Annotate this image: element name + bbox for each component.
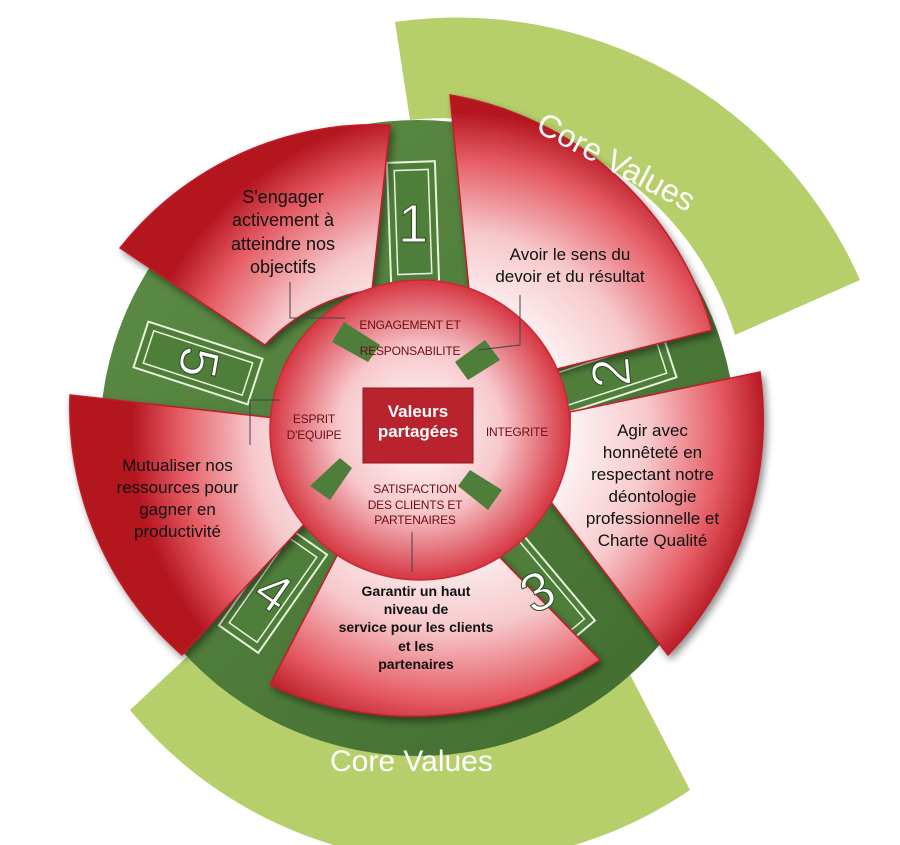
petal-3-line-5: professionnelle et: [585, 509, 720, 529]
petal-1-line-1: S'engager: [242, 187, 324, 207]
inner-label-integrite: INTEGRITE: [485, 425, 549, 439]
petal-3-line-3: respectant notre: [591, 465, 714, 485]
petal-4-line-2: niveau de: [383, 601, 449, 618]
petal-5-line-2: ressources pour: [116, 478, 239, 498]
core-values-band-top: [395, 17, 860, 335]
petal-4-line-5: partenaires: [378, 655, 454, 672]
leader-line-1: [289, 282, 345, 319]
petal-3-line-2: honnêteté en: [602, 443, 703, 463]
center-box: [362, 387, 474, 464]
center-label-line-2: partagées: [377, 421, 459, 441]
leader-line-5: [249, 399, 280, 445]
hub-divider-2: [458, 470, 502, 510]
panel-number-1: 1: [397, 194, 429, 255]
petal-5-line-4: productivité: [134, 522, 221, 542]
hub-divider-3: [310, 458, 352, 500]
petal-4-line-4: et les: [398, 637, 434, 654]
inner-label-engagement: ENGAGEMENT ET RESPONSABILITE: [330, 317, 490, 361]
petal-1-line-3: atteindre nos: [230, 233, 336, 254]
leader-line-2: [477, 295, 521, 351]
petal-2-line-2: devoir et du résultat: [495, 267, 645, 287]
panel-5: [132, 320, 264, 406]
petal-3-line-1: Agir avec: [617, 421, 688, 440]
petal-1-line-4: objectifs: [249, 257, 317, 278]
inner-label-esprit-line-2: D'EQUIPE: [286, 427, 342, 442]
inner-label-satisfaction: SATISFACTION DES CLIENTS ET PARTENAIRES: [340, 482, 490, 529]
inner-label-engagement-line-2: RESPONSABILITE: [359, 344, 461, 359]
petal-3-line-4: déontologie: [608, 487, 697, 507]
petal-1-line-2: activement à: [231, 210, 335, 231]
inner-label-engagement-line-1: ENGAGEMENT ET: [359, 318, 461, 332]
petal-5-line-1: Mutualiser nos: [122, 456, 233, 475]
core-values-title-bottom: Core Values: [330, 745, 493, 778]
petal-5-line-3: gagner en: [139, 500, 216, 520]
petal-4-text: Garantir un haut niveau de service pour …: [316, 582, 516, 673]
inner-label-esprit: ESPRIT D'EQUIPE: [274, 412, 354, 443]
inner-label-satisfaction-line-3: PARTENAIRES: [374, 513, 456, 528]
petal-2-text: Avoir le sens du devoir et du résultat: [460, 244, 680, 288]
center-label-line-1: Valeurs: [387, 402, 449, 421]
inner-label-satisfaction-line-1: SATISFACTION: [373, 482, 457, 496]
petal-2-line-1: Avoir le sens du: [509, 245, 631, 264]
center-label: Valeurs partagées: [363, 402, 473, 441]
petal-1-text: S'engager activement à atteindre nos obj…: [198, 186, 368, 280]
panel-number-2: 2: [580, 354, 643, 391]
inner-label-satisfaction-line-2: DES CLIENTS ET: [367, 497, 463, 512]
hub-divider-4: [332, 322, 380, 362]
hub-divider-1: [455, 340, 500, 380]
petal-1: [118, 123, 391, 346]
inner-label-esprit-line-1: ESPRIT: [292, 412, 336, 426]
petal-3-text: Agir avec honnêteté en respectant notre …: [565, 420, 740, 553]
petal-4-line-3: service pour les clients: [338, 619, 494, 636]
core-values-band-bottom: [130, 640, 690, 845]
petal-3-line-6: Charte Qualité: [597, 531, 708, 551]
petal-5-text: Mutualiser nos ressources pour gagner en…: [90, 455, 265, 543]
petal-4-line-1: Garantir un haut: [361, 583, 471, 599]
